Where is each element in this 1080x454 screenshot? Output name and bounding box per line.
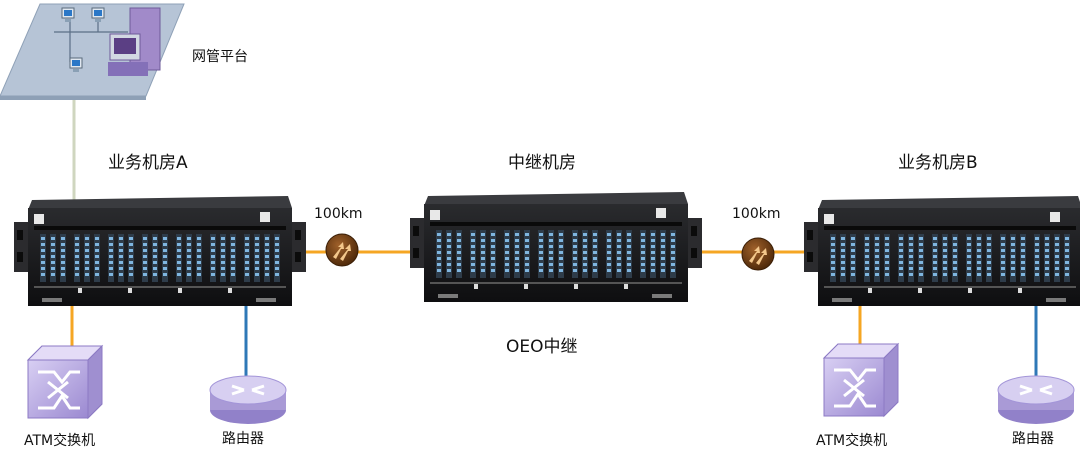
amplifier-icon: [325, 233, 359, 267]
site-a-label: 业务机房A: [108, 153, 188, 173]
router-icon: [208, 374, 288, 426]
relay-site-label: 中继机房: [508, 153, 576, 173]
distance-right-label: 100km: [732, 206, 781, 222]
nms-label: 网管平台: [192, 49, 248, 65]
chassis-icon: [804, 196, 1080, 306]
amplifier-icon: [741, 237, 775, 271]
router-right-label: 路由器: [1012, 431, 1054, 447]
chassis-icon: [410, 192, 702, 302]
atm-switch-icon: [822, 342, 900, 418]
atm-left-label: ATM交换机: [24, 433, 96, 449]
distance-left-label: 100km: [314, 206, 363, 222]
server-icon: [108, 7, 161, 76]
nms-platform: [0, 3, 185, 100]
atm-right-label: ATM交换机: [816, 433, 888, 449]
atm-switch-icon: [26, 344, 104, 420]
router-icon: [996, 374, 1076, 426]
router-left-label: 路由器: [222, 431, 264, 447]
oeo-label: OEO中继: [506, 337, 578, 357]
chassis-icon: [14, 196, 306, 306]
site-b-label: 业务机房B: [898, 153, 978, 173]
